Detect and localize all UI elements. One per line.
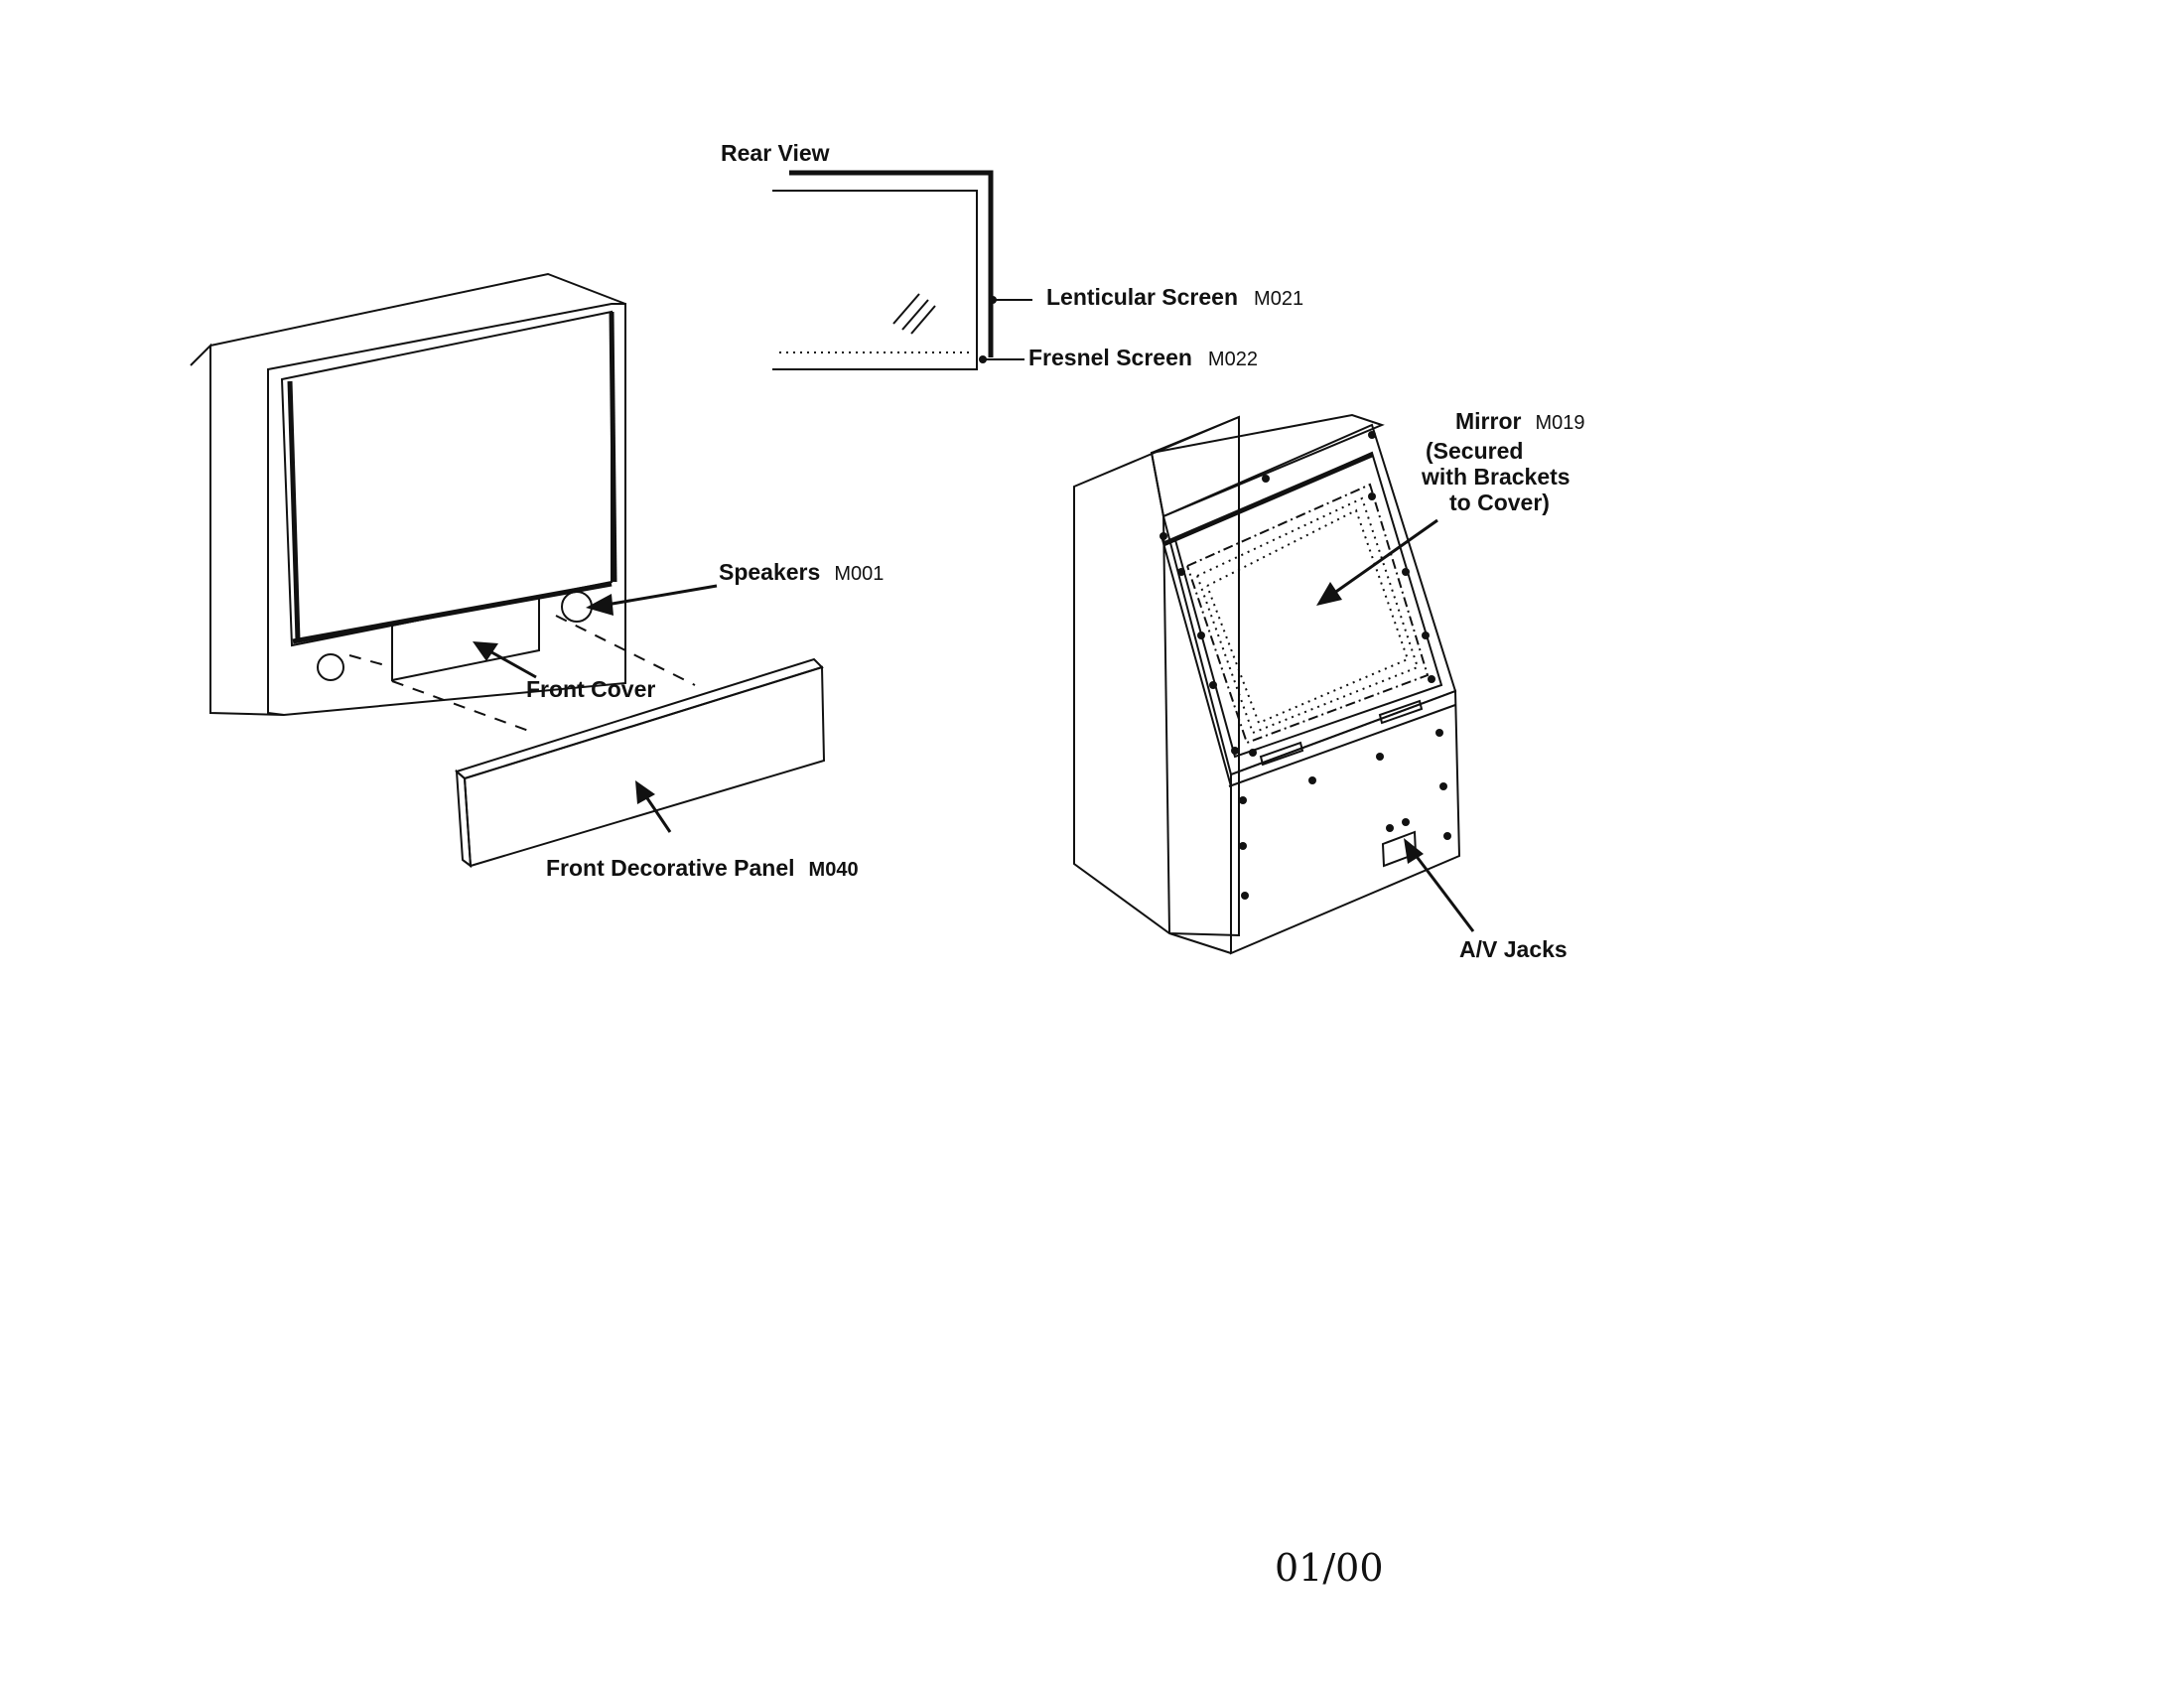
mirror-arrow bbox=[1316, 518, 1438, 606]
front-panel-arrow bbox=[635, 780, 672, 833]
front-decorative-panel bbox=[455, 657, 826, 869]
fresnel-screen-label: Fresnel Screen M022 bbox=[1028, 345, 1258, 370]
rear-view-label: Rear View bbox=[721, 140, 830, 166]
speakers-code: M001 bbox=[834, 563, 884, 585]
lenticular-screen-label: Lenticular Screen M021 bbox=[1046, 284, 1303, 310]
fresnel-screen-name: Fresnel Screen bbox=[1028, 345, 1192, 370]
fresnel-screen-code: M022 bbox=[1208, 349, 1258, 370]
mirror-code: M019 bbox=[1535, 412, 1584, 434]
front-decorative-panel-label: Front Decorative Panel M040 bbox=[546, 855, 859, 881]
mirror-note-line-3: to Cover) bbox=[1449, 490, 1550, 515]
lenticular-screen-code: M021 bbox=[1254, 288, 1303, 310]
tv-front-assembly bbox=[190, 272, 696, 734]
av-jacks-arrow bbox=[1404, 838, 1475, 932]
mirror-note-line-1: (Secured bbox=[1426, 438, 1523, 464]
mirror-label: Mirror M019 bbox=[1455, 408, 1584, 434]
mirror-name: Mirror bbox=[1455, 408, 1522, 434]
speaker-left bbox=[317, 653, 344, 681]
cabinet-screws bbox=[1160, 431, 1451, 900]
lenticular-screen-name: Lenticular Screen bbox=[1046, 284, 1238, 310]
mirror-note-line-2: with Brackets bbox=[1421, 464, 1570, 490]
speakers-arrow bbox=[586, 584, 718, 616]
speakers-name: Speakers bbox=[719, 559, 820, 585]
rear-view-detail bbox=[772, 170, 1032, 370]
front-cover-arrow bbox=[473, 641, 537, 679]
front-panel-code: M040 bbox=[809, 859, 859, 881]
lenticular-leader bbox=[989, 296, 1032, 304]
speaker-right bbox=[561, 591, 593, 623]
speakers-label: Speakers M001 bbox=[719, 559, 884, 585]
fresnel-leader bbox=[979, 355, 1024, 363]
front-cover-label: Front Cover bbox=[526, 676, 655, 702]
page-code: 01/00 bbox=[1275, 1546, 1384, 1590]
front-panel-name: Front Decorative Panel bbox=[546, 855, 795, 881]
front-cover bbox=[391, 594, 540, 682]
tv-rear-cabinet bbox=[1073, 413, 1461, 955]
av-jacks-label: A/V Jacks bbox=[1459, 936, 1568, 962]
